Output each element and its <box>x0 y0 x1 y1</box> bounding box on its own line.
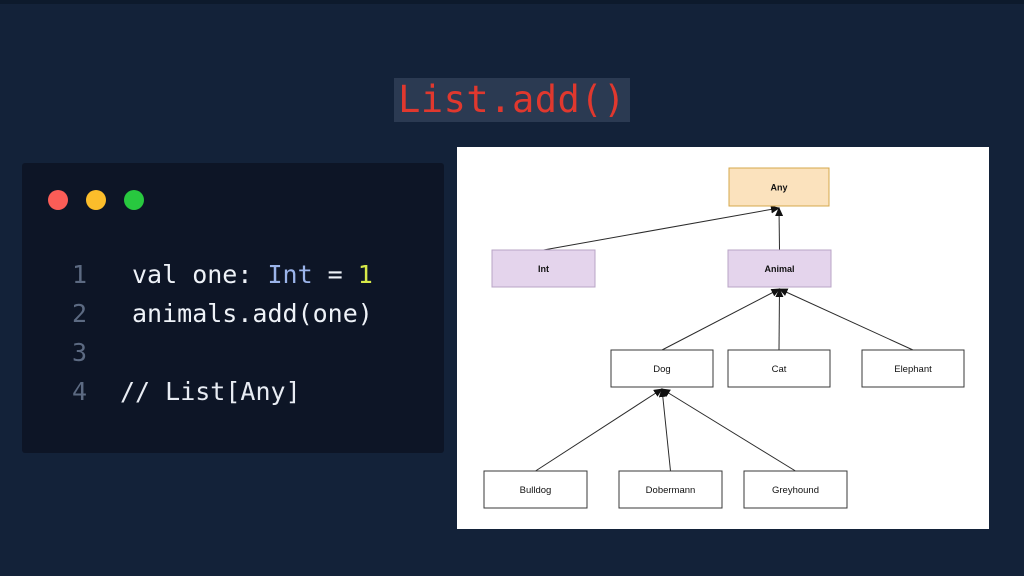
code-token-number: 1 <box>357 260 373 289</box>
diagram-node-label: Dog <box>653 364 670 375</box>
diagram-edge-dobermann-to-dog <box>658 388 671 472</box>
code-line-source: animals.add(one) <box>132 294 373 333</box>
diagram-node-cat[interactable]: Cat <box>727 349 831 388</box>
diagram-node-box <box>618 470 723 509</box>
code-line-number: 4 <box>72 377 88 406</box>
diagram-node-label: Int <box>538 264 549 274</box>
diagram-node-box <box>610 349 714 388</box>
diagram-node-label: Elephant <box>894 364 932 375</box>
code-line-source: val one: Int = 1 <box>132 255 373 294</box>
slide-top-edge <box>0 0 1024 4</box>
window-close-dot[interactable] <box>48 190 68 210</box>
diagram-node-bulldog[interactable]: Bulldog <box>483 470 588 509</box>
window-zoom-dot[interactable] <box>124 190 144 210</box>
diagram-node-label: Animal <box>764 264 794 274</box>
code-token-plain: = <box>312 260 358 289</box>
diagram-edge-elephant-to-animal <box>778 288 914 351</box>
diagram-node-label: Any <box>770 182 787 192</box>
code-token-plain: animals.add(one) <box>132 299 373 328</box>
diagram-node-animal[interactable]: Animal <box>727 249 832 288</box>
code-token-type: Int <box>267 260 313 289</box>
code-line-number: 3 <box>72 338 88 367</box>
diagram-edges <box>535 205 914 472</box>
diagram-node-dog[interactable]: Dog <box>610 349 714 388</box>
code-token-plain: val one: <box>132 260 268 289</box>
diagram-node-box <box>491 249 596 288</box>
diagram-node-box <box>483 470 588 509</box>
diagram-node-box <box>743 470 848 509</box>
code-line-number: 2 <box>72 299 88 328</box>
diagram-node-elephant[interactable]: Elephant <box>861 349 965 388</box>
diagram-edge-int-to-any <box>543 205 780 251</box>
diagram-edge-dog-to-animal <box>661 288 781 351</box>
diagram-edge-animal-to-any <box>775 207 784 251</box>
code-window <box>22 163 444 453</box>
diagram-node-greyhound[interactable]: Greyhound <box>743 470 848 509</box>
diagram-edge-cat-to-animal <box>775 288 784 351</box>
code-line: 4 // List[Any] <box>22 372 444 411</box>
diagram-node-label: Greyhound <box>772 485 819 496</box>
diagram-node-label: Dobermann <box>646 485 696 496</box>
diagram-node-box <box>727 249 832 288</box>
diagram-node-label: Cat <box>772 364 787 375</box>
code-line-number: 1 <box>72 260 88 289</box>
diagram-edge-greyhound-to-dog <box>661 388 796 472</box>
diagram-node-box <box>727 349 831 388</box>
diagram-node-dobermann[interactable]: Dobermann <box>618 470 723 509</box>
code-token-comment: // List[Any] <box>120 377 301 406</box>
window-minimize-dot[interactable] <box>86 190 106 210</box>
code-line: 3 <box>22 333 444 372</box>
diagram-edge-bulldog-to-dog <box>535 388 663 472</box>
page-title-text: List.add() <box>394 78 630 122</box>
diagram-node-box <box>728 167 830 207</box>
diagram-node-any[interactable]: Any <box>728 167 830 207</box>
code-line-source: // List[Any] <box>120 372 301 411</box>
page-title: List.add() <box>0 78 1024 122</box>
code-line: 2 animals.add(one) <box>22 294 444 333</box>
diagram-node-int[interactable]: Int <box>491 249 596 288</box>
diagram-node-label: Bulldog <box>520 485 552 496</box>
diagram-node-box <box>861 349 965 388</box>
